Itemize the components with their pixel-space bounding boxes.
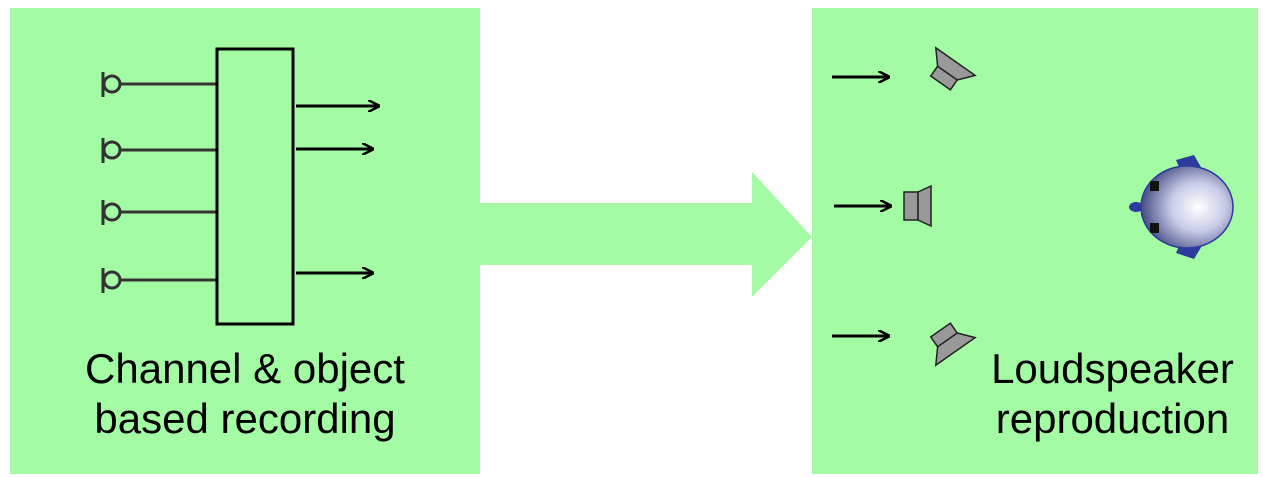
reproduction-caption-line2: reproduction: [995, 395, 1230, 442]
microphone-icon: [101, 200, 217, 225]
encoder-box: [215, 47, 295, 326]
listener-head-icon: [1129, 155, 1234, 259]
microphone-icon: [101, 138, 217, 163]
loudspeaker-icon: [929, 322, 977, 367]
recording-caption-line1: Channel & object: [85, 345, 405, 392]
reproduction-caption-line1: Loudspeaker: [991, 345, 1234, 392]
microphone-inputs: [101, 72, 217, 293]
microphone-icon: [101, 72, 217, 97]
microphone-icon: [101, 268, 217, 293]
recording-caption: Channel & object based recording: [10, 344, 480, 444]
reproduction-caption: Loudspeaker reproduction: [975, 344, 1250, 444]
recording-caption-line2: based recording: [94, 395, 396, 442]
flow-arrow: [480, 172, 812, 297]
output-arrows: [296, 106, 378, 273]
speaker-feed-arrows: [832, 77, 890, 336]
recording-panel: [10, 8, 480, 474]
loudspeaker-icon: [929, 46, 977, 91]
loudspeaker-icon: [903, 184, 932, 228]
